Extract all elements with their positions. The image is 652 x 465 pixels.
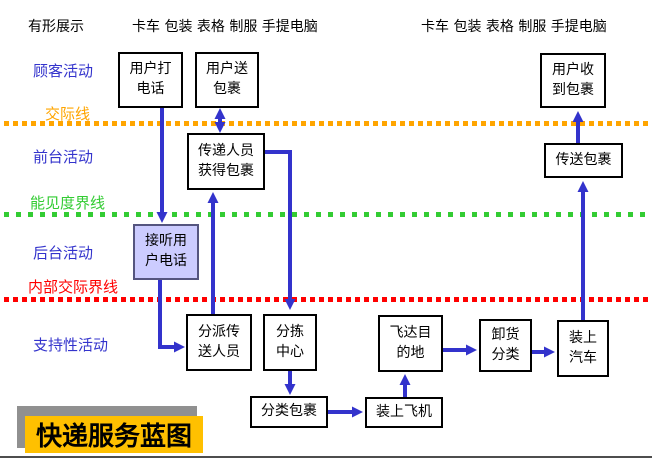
node-dispatch-courier: 分派传 送人员 (186, 314, 252, 371)
node-user-makes-call: 用户打 电话 (118, 52, 183, 108)
lane-frontstage-activities-label: 前台活动 (33, 148, 94, 166)
line-of-visibility-label: 能见度界线 (30, 194, 106, 212)
node-load-onto-truck: 装上 汽车 (557, 320, 609, 377)
physical-evidence-left-label: 卡车 包装 表格 制服 手提电脑 (132, 19, 318, 35)
lane-backstage-activities-label: 后台活动 (33, 244, 94, 262)
bottom-divider (0, 456, 652, 458)
internal-interaction-divider (4, 297, 650, 302)
tangible-evidence-label: 有形展示 (28, 19, 84, 35)
internal-interaction-line-label: 内部交际界线 (28, 278, 119, 296)
node-load-onto-plane: 装上飞机 (365, 397, 443, 428)
node-unload-and-sort: 卸货 分类 (479, 319, 532, 372)
node-fly-to-destination: 飞达目 的地 (378, 315, 443, 372)
node-courier-gets-parcel: 传递人员 获得包裹 (187, 133, 265, 190)
physical-evidence-right-label: 卡车 包装 表格 制服 手提电脑 (421, 19, 607, 35)
node-user-receives-parcel: 用户收 到包裹 (540, 53, 606, 108)
line-of-interaction-divider (4, 121, 650, 126)
diagram-title: 快递服务蓝图 (25, 416, 203, 453)
node-deliver-parcel: 传送包裹 (544, 143, 623, 178)
node-answer-user-call: 接听用 户电话 (133, 224, 199, 280)
node-sort-parcels: 分类包裹 (250, 396, 328, 428)
node-sorting-center: 分拣 中心 (263, 314, 317, 371)
lane-customer-activities-label: 顾客活动 (33, 62, 94, 80)
line-of-visibility-divider (4, 212, 650, 217)
line-of-interaction-label: 交际线 (45, 105, 91, 123)
node-user-sends-parcel: 用户送 包裹 (195, 52, 259, 108)
lane-support-activities-label: 支持性活动 (33, 336, 109, 354)
